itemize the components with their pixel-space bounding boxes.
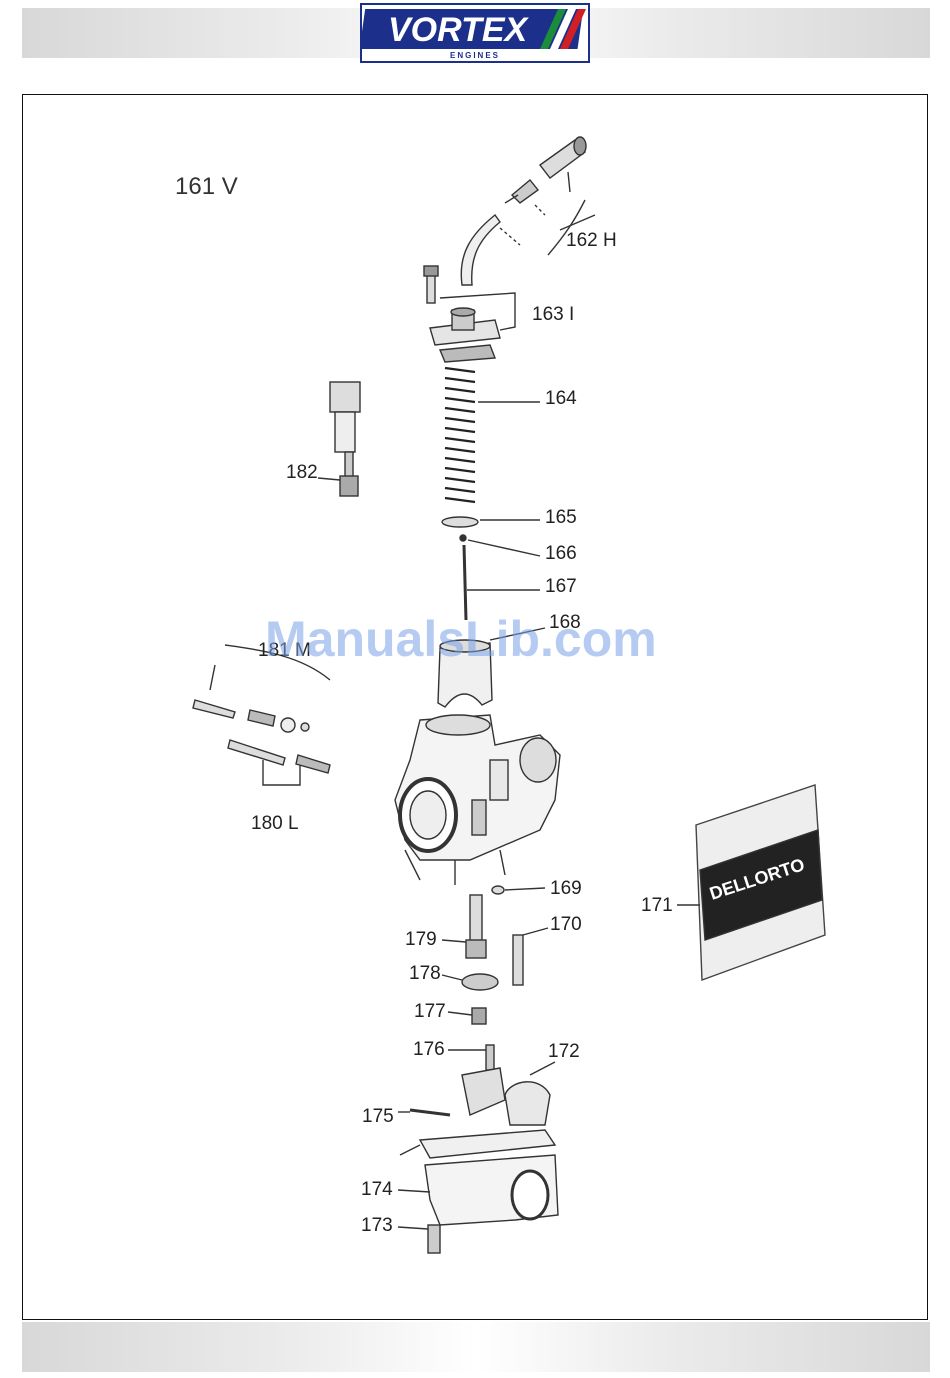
label-165: 165 <box>545 508 577 527</box>
choke-plunger-part <box>318 382 360 496</box>
label-179: 179 <box>405 930 437 949</box>
watermark: ManualsLib.com <box>265 610 657 668</box>
label-180: 180 L <box>251 814 299 833</box>
label-178: 178 <box>409 964 441 983</box>
footer-band <box>22 1322 930 1372</box>
float-bowl-part <box>398 1155 558 1225</box>
label-177: 177 <box>414 1002 446 1021</box>
clip-part <box>460 535 466 541</box>
washer-part <box>442 517 478 527</box>
label-167: 167 <box>545 577 577 596</box>
label-164: 164 <box>545 389 577 408</box>
carburetor-body-part <box>395 715 560 885</box>
label-166: 166 <box>545 544 577 563</box>
label-175: 175 <box>362 1107 394 1126</box>
nozzle-washer-part <box>462 974 498 990</box>
main-jet-part <box>472 1008 486 1024</box>
label-176: 176 <box>413 1040 445 1059</box>
needle-part <box>464 545 466 620</box>
diagram-title: 161 V <box>175 175 238 199</box>
float-pin-part <box>486 1045 494 1070</box>
label-172: 172 <box>548 1042 580 1061</box>
float-part <box>462 1062 555 1125</box>
main-jet-holder-part <box>442 895 486 958</box>
label-174: 174 <box>361 1180 393 1199</box>
label-173: 173 <box>361 1216 393 1235</box>
float-needle-pin-part <box>410 1110 450 1115</box>
cable-adjuster-part <box>461 137 595 285</box>
label-171: 171 <box>641 896 673 915</box>
throttle-spring-part <box>445 368 475 502</box>
gasket-part <box>420 1130 555 1158</box>
bowl-screw-part <box>428 1225 440 1253</box>
label-170: 170 <box>550 915 582 934</box>
label-182: 182 <box>286 463 318 482</box>
label-169: 169 <box>550 879 582 898</box>
idle-jet-part <box>513 935 523 985</box>
label-162: 162 H <box>566 231 617 250</box>
label-163: 163 I <box>532 305 574 324</box>
